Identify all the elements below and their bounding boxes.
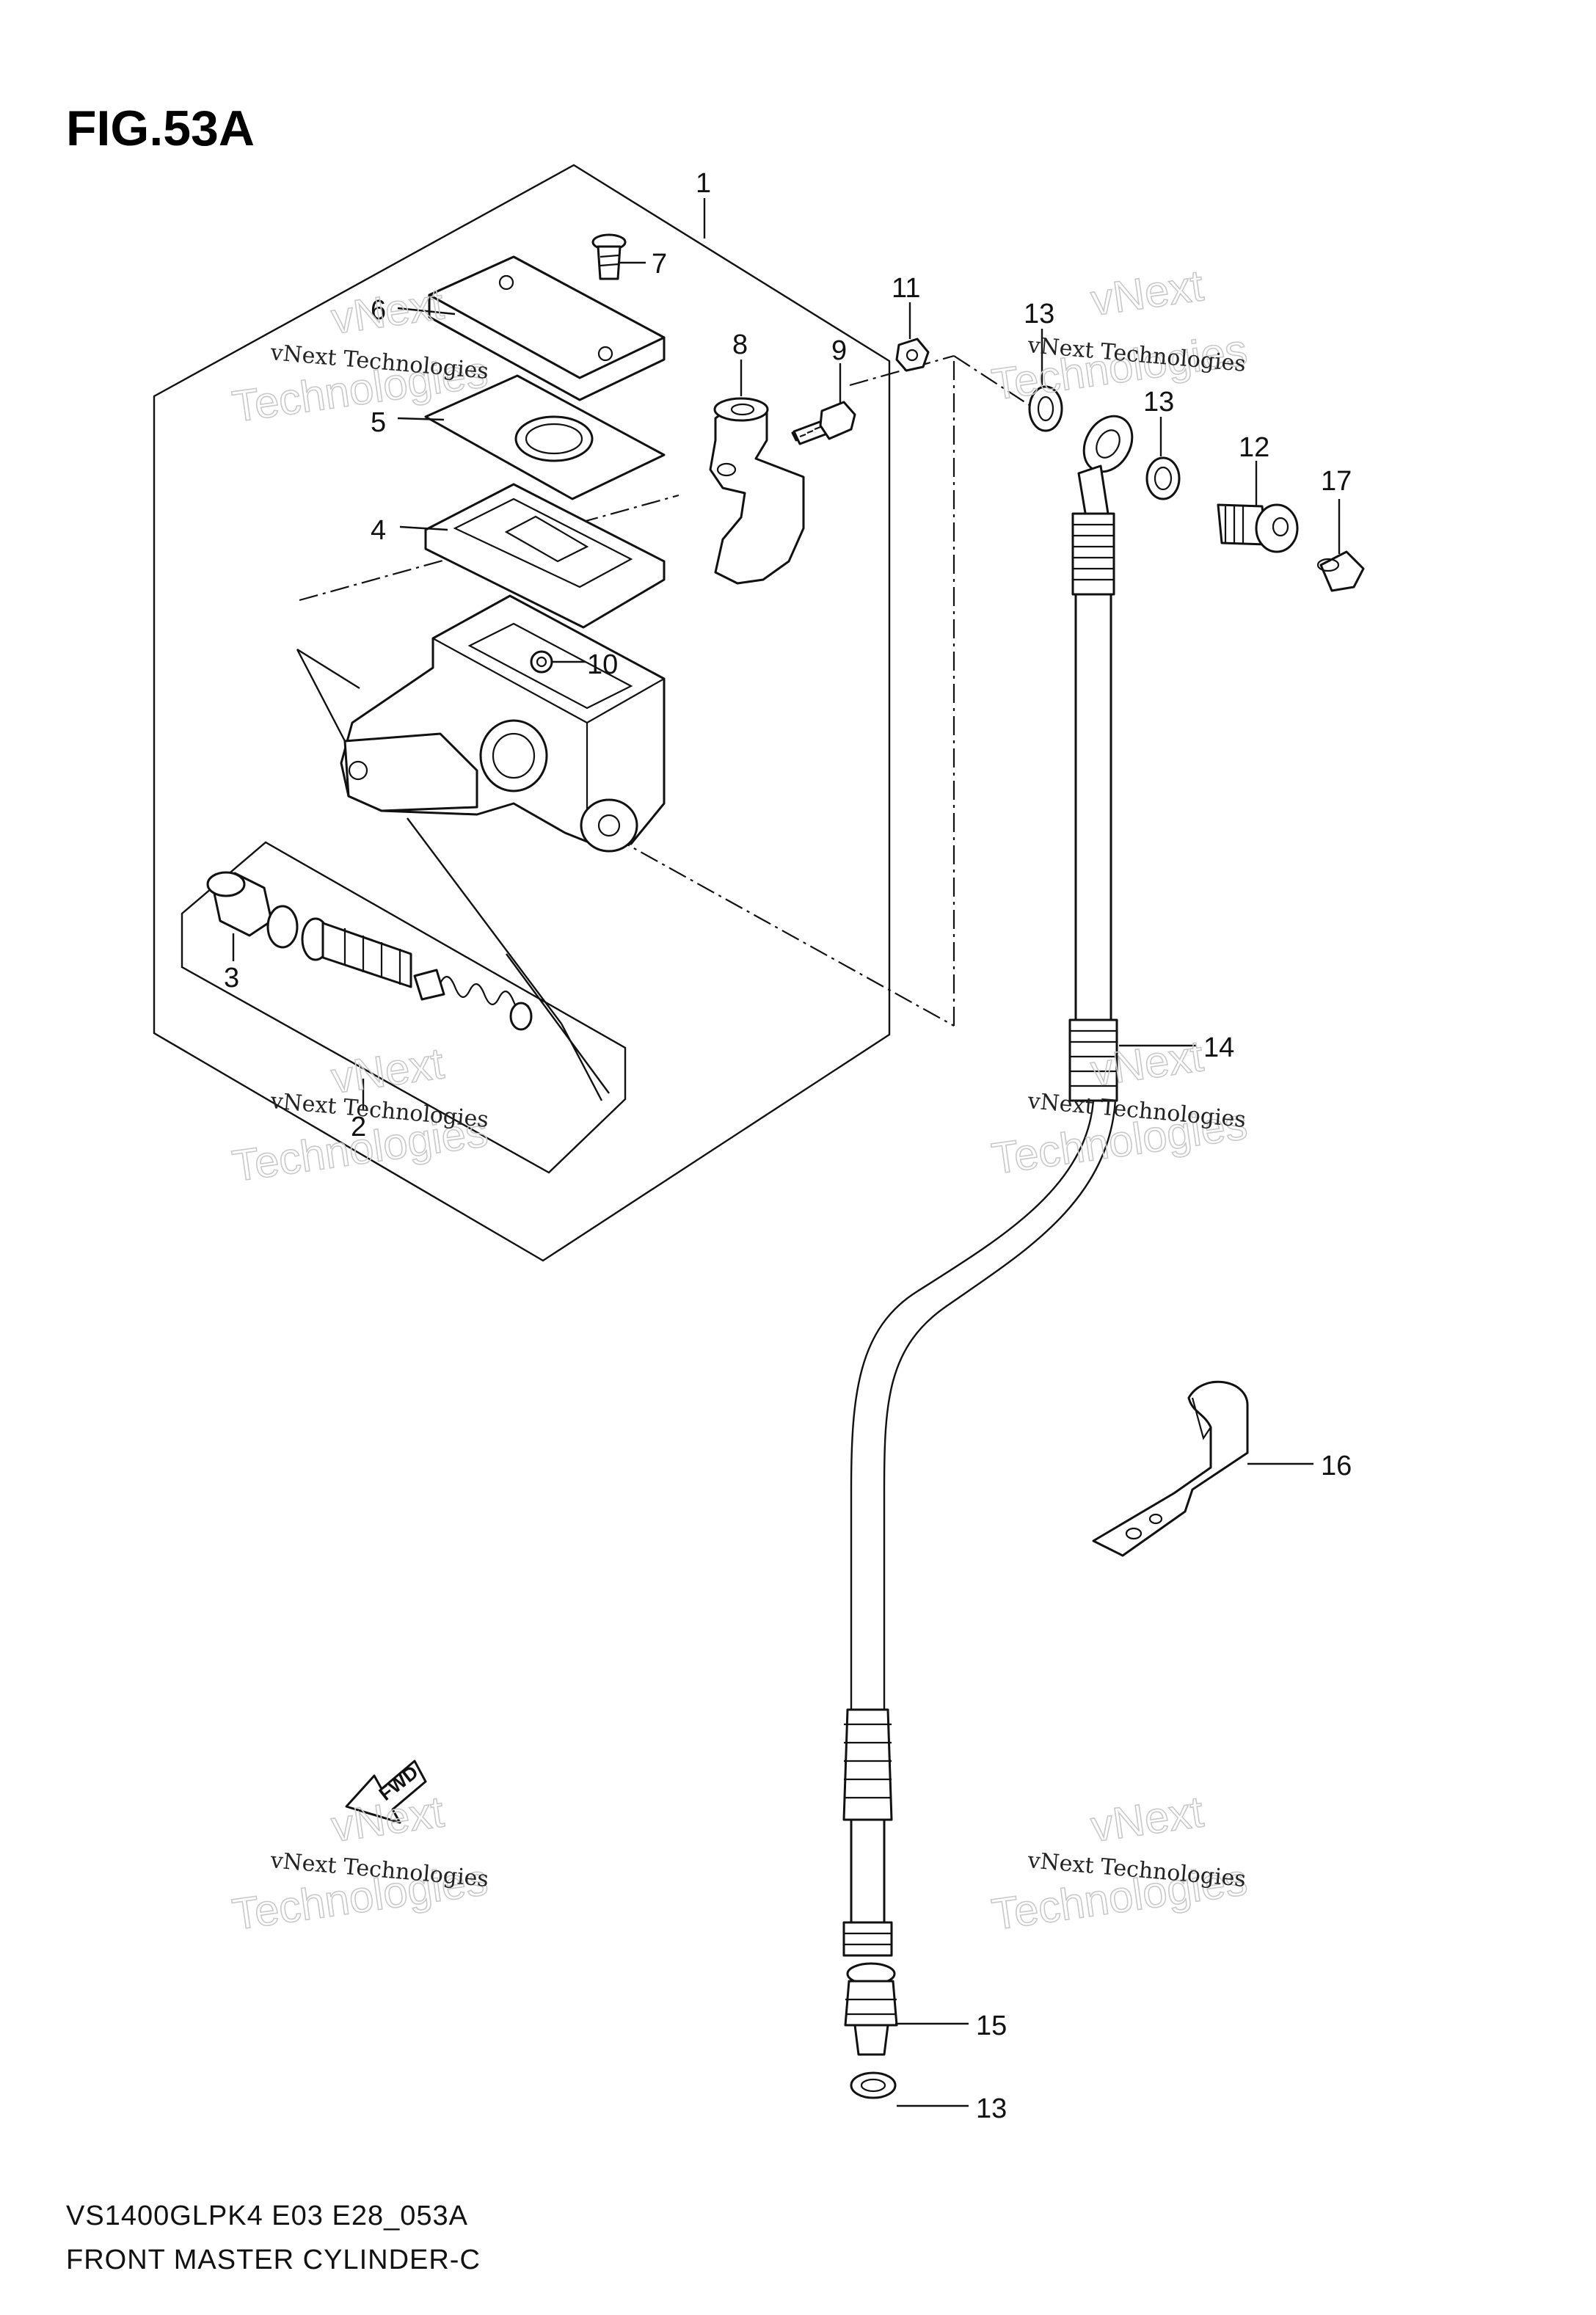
washer-13-bottom [850, 2071, 897, 2099]
piston-kit-box-outline [181, 841, 627, 1174]
assembly-box-outline [153, 164, 891, 1262]
callout-5: 5 [371, 407, 386, 438]
callout-16: 16 [1321, 1451, 1352, 1481]
svg-text:vNext: vNext [328, 279, 447, 343]
callout-9: 9 [831, 335, 847, 366]
svg-text:vNext: vNext [1087, 1787, 1206, 1851]
piston-cup-3 [206, 871, 299, 949]
washer-13-right [1145, 456, 1181, 500]
callout-3: 3 [224, 963, 239, 994]
callout-11: 11 [892, 273, 920, 304]
callout-15: 15 [976, 2010, 1007, 2041]
screw-7 [591, 233, 627, 280]
callout-6: 6 [371, 295, 386, 326]
callout-13-top: 13 [1024, 299, 1054, 329]
cap-17 [1316, 550, 1365, 592]
union-15 [844, 1962, 898, 2056]
piston-spring [301, 917, 533, 1031]
callout-2: 2 [351, 1112, 366, 1142]
callout-17: 17 [1321, 466, 1352, 497]
callout-12: 12 [1239, 432, 1269, 463]
callout-1: 1 [696, 168, 711, 199]
plate-5 [424, 374, 666, 500]
fitting-10 [530, 650, 553, 674]
svg-text:vNext: vNext [328, 1038, 447, 1103]
clamp-16 [1092, 1380, 1249, 1557]
watermark-bottom-right: Technologies vNext vNext Technologies [988, 1786, 1251, 1939]
callout-13-right: 13 [1143, 387, 1174, 418]
washer-13-top [1028, 385, 1063, 432]
footer-model-code: VS1400GLPK4 E03 E28_053A [66, 2201, 468, 2231]
banjo-bolt-12 [1217, 503, 1299, 553]
watermark-top-right: Technologies vNext vNext Technologies [988, 260, 1251, 409]
svg-text:vNext: vNext [1087, 260, 1206, 325]
callout-8: 8 [732, 329, 748, 360]
callout-4: 4 [371, 515, 386, 546]
watermark-mid-left: Technologies vNext vNext Technologies [229, 1038, 492, 1191]
callout-10: 10 [587, 649, 618, 680]
master-cylinder-body [340, 594, 666, 853]
holder-8 [709, 397, 805, 585]
diaphragm-4 [424, 483, 666, 629]
footer-section-title: FRONT MASTER CYLINDER-C [66, 2245, 481, 2275]
callout-7: 7 [652, 249, 667, 280]
reservoir-cap-6 [428, 255, 666, 401]
fwd-arrow-icon: FWD [345, 1760, 427, 1824]
figure-title: FIG.53A [66, 101, 255, 156]
bolt-9 [791, 401, 856, 445]
nut-11 [895, 338, 930, 372]
svg-text:vNext: vNext [328, 1787, 447, 1851]
brake-hose [842, 415, 1134, 1957]
callout-14: 14 [1203, 1032, 1234, 1063]
watermark-bottom-left: Technologies vNext vNext Technologies [229, 1786, 492, 1939]
callout-13-bottom: 13 [976, 2093, 1007, 2124]
